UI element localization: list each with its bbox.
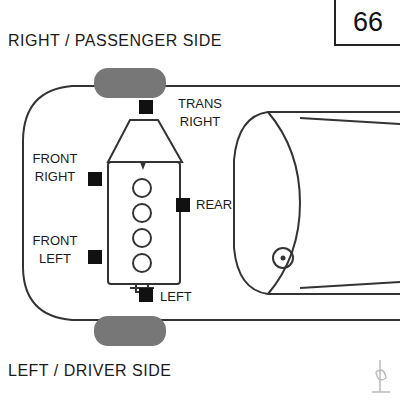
watermark-logo [372,360,390,392]
wheel [94,68,166,98]
mount-label: LEFT [160,288,220,306]
side-label: LEFT / DRIVER SIDE [8,360,308,382]
windshield [268,112,300,294]
car-cabin [234,112,400,294]
mount-symbol [88,250,102,264]
engine-block [108,162,180,284]
diagram-number: 66 [353,7,383,38]
mount-symbol [139,288,153,302]
car-body [23,86,400,320]
mount-symbol [88,172,102,186]
mount-symbol [176,198,190,212]
mount-label: FRONT RIGHT [22,150,88,185]
mount-label: TRANS RIGHT [160,95,240,130]
mount-label: REAR [196,196,256,214]
steering-wheel [273,248,293,268]
wheel [94,316,166,346]
diagram-number-box: 66 [334,0,400,46]
side-label: RIGHT / PASSENGER SIDE [8,30,308,52]
mount-symbol [139,100,153,114]
fender-line [300,118,400,288]
mount-label: FRONT LEFT [22,232,88,267]
transmission [108,120,182,162]
